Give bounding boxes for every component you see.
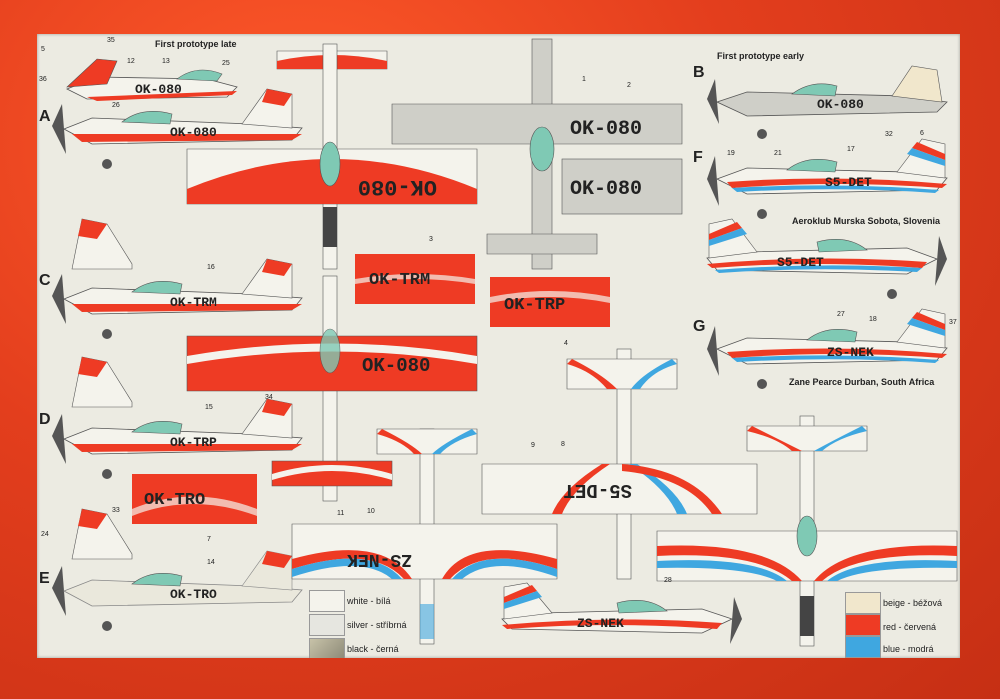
registration-top-reversed: OK-080: [358, 174, 437, 199]
aircraft-side-zsnek-bottom: ZS-NEK: [501, 582, 742, 644]
aircraft-bottom-view-ok080: OK-080: [391, 38, 683, 270]
callout-18: 18: [869, 316, 877, 323]
variant-letter-c: C: [39, 272, 51, 289]
legend-black: black - černá: [347, 644, 399, 654]
callout-4: 4: [564, 340, 568, 347]
registration-a-late: OK-080: [135, 82, 182, 97]
decal-sheet: First prototype late First prototype ear…: [37, 34, 960, 658]
variant-letter-g: G: [693, 318, 706, 335]
wing-panel-silver-ok080: OK-080: [561, 158, 683, 215]
registration-wing-panel: OK-080: [570, 178, 642, 201]
registration-zsnek-bottom-side: ZS-NEK: [577, 616, 624, 631]
callout-8: 8: [561, 441, 565, 448]
registration-oktrm-panel: OK-TRM: [369, 271, 430, 290]
registration-oktrp-panel: OK-TRP: [504, 296, 565, 315]
tail-c: [71, 218, 133, 270]
callout-16: 16: [207, 264, 215, 271]
aircraft-top-view-ok080: OK-080: [186, 43, 478, 270]
callout-1: 1: [582, 76, 586, 83]
aircraft-side-a: OK-080: [52, 88, 303, 169]
registration-e: OK-TRO: [170, 587, 217, 602]
aircraft-side-b: OK-080: [707, 65, 948, 139]
swatch-silver: [309, 614, 345, 636]
callout-26: 26: [112, 102, 120, 109]
swatch-beige: [845, 592, 881, 614]
legend-red: red - červená: [883, 622, 937, 632]
aircraft-side-f-mirror: S5-DET: [706, 218, 947, 299]
callout-19: 19: [727, 150, 735, 157]
caption-first-prototype-early: First prototype early: [717, 51, 805, 61]
callout-21: 21: [774, 150, 782, 157]
callout-2: 2: [627, 82, 631, 89]
aircraft-side-e: OK-TRO: [52, 550, 303, 631]
caption-aeroklub: Aeroklub Murska Sobota, Slovenia: [792, 216, 941, 226]
callout-10: 10: [367, 508, 375, 515]
registration-oktro-panel: OK-TRO: [144, 491, 205, 510]
registration-d: OK-TRP: [170, 435, 217, 450]
callout-33: 33: [112, 507, 120, 514]
callout-24: 24: [41, 531, 49, 538]
callout-15: 15: [205, 404, 213, 411]
aircraft-top-view-right: [656, 415, 958, 647]
callout-34: 34: [265, 394, 273, 401]
aircraft-side-f: S5-DET: [707, 138, 948, 219]
callout-11: 11: [337, 510, 345, 517]
variant-letter-d: D: [39, 411, 51, 428]
registration-c: OK-TRM: [170, 295, 217, 310]
variant-letter-e: E: [39, 570, 50, 587]
callout-12: 12: [127, 58, 135, 65]
variant-letter-a: A: [39, 108, 51, 125]
callout-14: 14: [207, 559, 215, 566]
variant-letter-f: F: [693, 149, 703, 166]
caption-zane-pearce: Zane Pearce Durban, South Africa: [789, 377, 935, 387]
callout-9: 9: [531, 442, 535, 449]
callout-6: 6: [920, 130, 924, 137]
wing-panel-oktro: OK-TRO: [132, 474, 257, 524]
callout-37: 37: [949, 319, 957, 326]
caption-first-prototype-late: First prototype late: [155, 39, 237, 49]
callout-32: 32: [885, 131, 893, 138]
aircraft-side-g: ZS-NEK: [707, 308, 948, 389]
callout-36: 36: [39, 76, 47, 83]
callout-27: 27: [837, 311, 845, 318]
registration-bottom-wing: OK-080: [570, 118, 642, 141]
aircraft-top-view-zsnek: ZS-NEK: [291, 428, 558, 645]
legend-blue: blue - modrá: [883, 644, 934, 654]
callout-28: 28: [664, 577, 672, 584]
registration-zsnek-reversed: ZS-NEK: [347, 549, 412, 569]
registration-f: S5-DET: [825, 175, 872, 190]
swatch-black: [309, 638, 345, 658]
tail-d: [71, 356, 133, 408]
registration-g: ZS-NEK: [827, 345, 874, 360]
registration-top-red: OK-080: [362, 355, 430, 377]
wing-panel-oktrm: OK-TRM: [355, 254, 475, 304]
registration-b: OK-080: [817, 97, 864, 112]
swatch-blue: [845, 636, 881, 658]
registration-f-mirror: S5-DET: [777, 255, 824, 270]
callout-5: 5: [41, 46, 45, 53]
aircraft-side-d: OK-TRP: [52, 398, 303, 479]
callout-3: 3: [429, 236, 433, 243]
callout-13: 13: [162, 58, 170, 65]
legend-silver: silver - stříbrná: [347, 620, 407, 630]
legend-white: white - bílá: [347, 596, 391, 606]
wing-panel-oktrp: OK-TRP: [490, 277, 610, 327]
callout-7: 7: [207, 536, 211, 543]
registration-s5det-reversed: S5-DET: [564, 479, 632, 501]
aircraft-side-a-late: OK-080: [66, 58, 238, 101]
swatch-red: [845, 614, 881, 636]
callout-17: 17: [847, 146, 855, 153]
aircraft-side-c: OK-TRM: [52, 258, 303, 339]
aircraft-bottom-view-s5det: S5-DET: [481, 348, 758, 580]
callout-35: 35: [107, 37, 115, 44]
aircraft-top-view-red: OK-080: [186, 275, 478, 502]
registration-a: OK-080: [170, 125, 217, 140]
legend-beige: beige - béžová: [883, 598, 943, 608]
swatch-white: [309, 590, 345, 612]
tail-e: [71, 508, 133, 560]
callout-25: 25: [222, 60, 230, 67]
variant-letter-b: B: [693, 64, 705, 81]
